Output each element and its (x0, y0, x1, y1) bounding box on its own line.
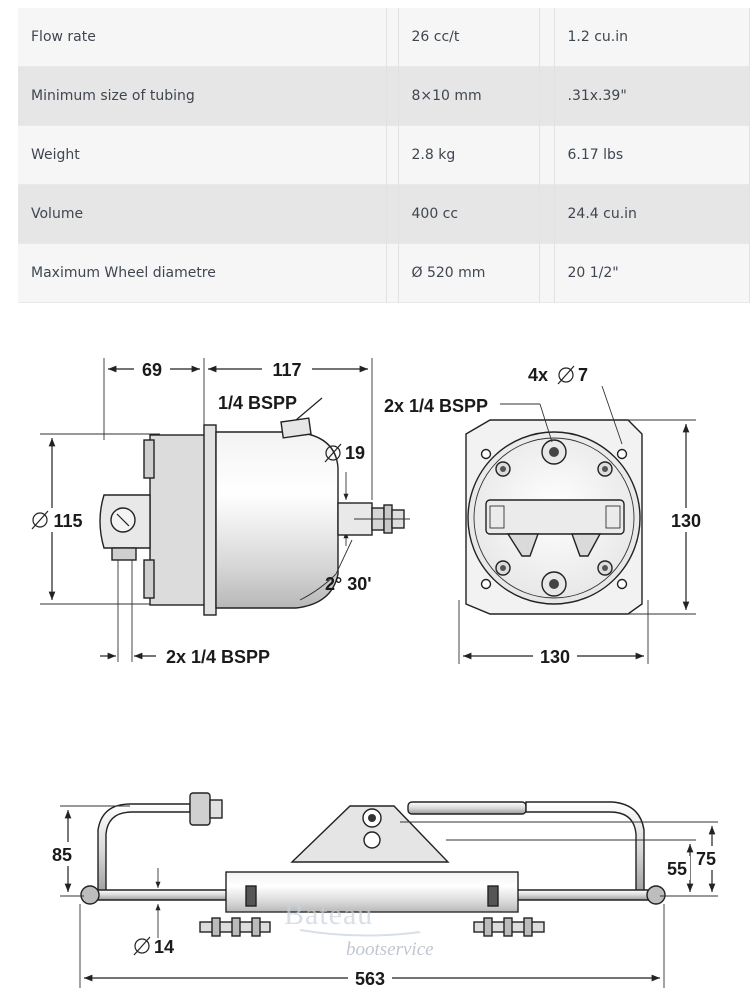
spec-spacer (386, 184, 399, 244)
rod-end-left (80, 885, 100, 905)
spec-label: Flow rate (18, 8, 387, 67)
label-holes-count: 4x (528, 365, 548, 385)
spec-spacer (386, 125, 399, 185)
svg-text:Bateau: Bateau (284, 898, 373, 931)
dim-19: 19 (345, 443, 365, 463)
spec-spacer (386, 243, 399, 303)
spec-row-volume: Volume 400 cc 24.4 cu.in (18, 184, 750, 244)
fitting-left (199, 917, 271, 937)
spec-spacer (539, 243, 555, 303)
spec-label: Maximum Wheel diametre (18, 243, 387, 303)
mount-hole (616, 578, 628, 590)
fitting-right (473, 917, 545, 937)
pump-body (215, 431, 339, 609)
watermark-logo: Bateau bootservice (284, 898, 434, 960)
dim-14: 14 (154, 937, 174, 957)
mount-hole (480, 448, 492, 460)
spec-spacer (386, 8, 399, 67)
front-bracket (485, 499, 625, 535)
spec-metric: 26 cc/t (398, 8, 540, 67)
dim-117: 117 (272, 360, 301, 380)
tiller-bar-right (525, 801, 645, 897)
rod-end-right (646, 885, 666, 905)
dim-115: 115 (53, 511, 82, 531)
tiller-bar-right-inner (407, 801, 527, 815)
dim-75: 75 (696, 849, 716, 869)
spec-imperial: 20 1/2" (554, 243, 750, 303)
diameter-icon (557, 365, 575, 385)
side-view: 69 117 115 1/4 BSPP 19 (28, 356, 410, 667)
tiller-bar-left (97, 803, 191, 897)
spec-imperial: 1.2 cu.in (554, 8, 750, 67)
dim-angle: 2° 30' (325, 574, 372, 594)
spec-row-tubing: Minimum size of tubing 8×10 mm .31x.39" (18, 66, 750, 126)
rear-cap (149, 434, 211, 606)
spec-metric: 8×10 mm (398, 66, 540, 126)
spec-table: Flow rate 26 cc/t 1.2 cu.in Minimum size… (18, 8, 750, 303)
diameter-icon (133, 936, 151, 956)
svg-text:bootservice: bootservice (346, 939, 434, 960)
dim-563: 563 (355, 969, 385, 989)
spec-imperial: 6.17 lbs (554, 125, 750, 185)
spec-label: Weight (18, 125, 387, 185)
dim-69: 69 (142, 360, 162, 380)
mount-hole (616, 448, 628, 460)
spec-metric: Ø 520 mm (398, 243, 540, 303)
spec-spacer (539, 8, 555, 67)
spec-imperial: .31x.39" (554, 66, 750, 126)
diameter-icon (324, 443, 342, 463)
mount-flange (203, 424, 217, 616)
mount-pump-block (225, 871, 519, 913)
spec-row-weight: Weight 2.8 kg 6.17 lbs (18, 125, 750, 185)
label-front-ports: 2x 1/4 BSPP (384, 396, 488, 416)
spec-spacer (539, 184, 555, 244)
bar-nut-left (189, 792, 211, 826)
spec-spacer (386, 66, 399, 126)
dim-front-width: 130 (540, 647, 570, 667)
dim-front-height: 130 (671, 511, 701, 531)
spec-imperial: 24.4 cu.in (554, 184, 750, 244)
spec-metric: 400 cc (398, 184, 540, 244)
spec-label: Minimum size of tubing (18, 66, 387, 126)
spec-label: Volume (18, 184, 387, 244)
spec-row-wheel-diameter: Maximum Wheel diametre Ø 520 mm 20 1/2" (18, 243, 750, 303)
dim-85: 85 (52, 845, 72, 865)
mount-view: 85 55 75 14 563 (48, 792, 720, 990)
dim-55: 55 (667, 859, 687, 879)
front-view: 4x 7 2x 1/4 BSPP 130 130 (384, 365, 706, 668)
spec-row-flow-rate: Flow rate 26 cc/t 1.2 cu.in (18, 8, 750, 67)
label-top-port: 1/4 BSPP (218, 393, 297, 413)
label-bottom-ports: 2x 1/4 BSPP (166, 647, 270, 667)
diameter-icon (31, 510, 49, 530)
spec-spacer (539, 66, 555, 126)
mount-hole (480, 578, 492, 590)
spec-metric: 2.8 kg (398, 125, 540, 185)
label-holes-dia: 7 (578, 365, 588, 385)
spec-spacer (539, 125, 555, 185)
